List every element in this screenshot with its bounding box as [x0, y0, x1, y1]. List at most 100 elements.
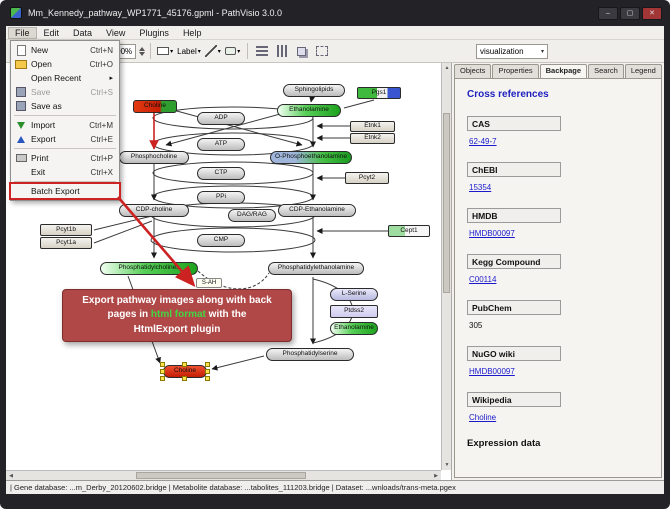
pathway-node-choline-28[interactable]: Choline	[160, 362, 210, 381]
selection-handle[interactable]	[160, 368, 165, 374]
selection-handle[interactable]	[205, 376, 210, 381]
selection-handle[interactable]	[205, 362, 210, 367]
file-menu-shortcut: Ctrl+M	[89, 120, 113, 130]
pathway-node-pcyt1a-18[interactable]: Pcyt1a	[40, 237, 92, 249]
selection-handle[interactable]	[182, 376, 187, 381]
label-tool[interactable]: Label▾	[176, 42, 202, 60]
file-menu-item-open-recent[interactable]: Open Recent▸	[11, 71, 119, 85]
menubar-item-help[interactable]: Help	[182, 27, 202, 38]
group-icon	[315, 46, 328, 56]
visualization-combo[interactable]: visualization ▾	[476, 43, 548, 59]
pathway-node-o-phosphoethanolamine-9[interactable]: O-Phosphoethanolamine	[270, 151, 352, 164]
crossref-value[interactable]: Choline	[469, 413, 497, 422]
pathway-node-sphingolipids-0[interactable]: Sphingolipids	[283, 84, 345, 97]
app-icon	[10, 7, 22, 19]
crossref-value[interactable]: C00114	[469, 275, 497, 284]
zoom-spinner[interactable]	[139, 46, 146, 56]
crossref-value[interactable]: HMDB00097	[469, 367, 515, 376]
close-button[interactable]: ✕	[642, 6, 662, 20]
shape-tool-icon	[225, 47, 237, 55]
scroll-down-icon[interactable]: ▼	[444, 462, 450, 468]
group-button[interactable]	[313, 42, 331, 60]
sidebar-tab-search[interactable]: Search	[588, 64, 624, 78]
pathway-node-pcyt1b-17[interactable]: Pcyt1b	[40, 224, 92, 236]
crossref-value[interactable]: HMDB00097	[469, 229, 515, 238]
pathway-node-s-ah-22[interactable]: S-AH	[196, 278, 222, 288]
menubar-item-view[interactable]: View	[106, 27, 126, 38]
pathway-node-ctp-10[interactable]: CTP	[197, 167, 245, 180]
pathway-node-pcyt2-11[interactable]: Pcyt2	[345, 172, 389, 184]
pathway-node-choline-1[interactable]: Choline	[133, 100, 177, 113]
pathway-node-cdp-choline-13[interactable]: CDP-choline	[119, 204, 189, 217]
zoom-value: 100%	[111, 46, 133, 56]
minimize-button[interactable]: –	[598, 6, 618, 20]
selection-handle[interactable]	[205, 368, 210, 374]
crossref-header: ChEBI	[467, 162, 561, 177]
file-menu-shortcut: Ctrl+E	[90, 134, 113, 144]
selection-handle[interactable]	[160, 362, 165, 367]
sidebar-tab-legend[interactable]: Legend	[624, 64, 662, 78]
sidebar-tab-properties[interactable]: Properties	[492, 64, 539, 78]
sidebar-tab-backpage[interactable]: Backpage	[539, 64, 588, 78]
align-vertical-button[interactable]	[273, 42, 291, 60]
menubar-item-file[interactable]: File	[8, 26, 37, 39]
file-menu-shortcut: Ctrl+O	[89, 59, 113, 69]
pathway-node-cdp-ethanolamine-15[interactable]: CDP-Ethanolamine	[278, 204, 356, 217]
stack-button[interactable]	[293, 42, 311, 60]
scroll-left-icon[interactable]: ◀	[9, 473, 13, 479]
pathway-node-pgs1-3[interactable]: Pgs1	[357, 87, 401, 99]
pathway-node-adp-4[interactable]: ADP	[197, 112, 245, 125]
pathway-node-dag-rag-14[interactable]: DAG/RAG	[228, 209, 276, 222]
file-menu-item-save-as[interactable]: Save as	[11, 99, 119, 113]
file-menu-shortcut: Ctrl+X	[90, 167, 113, 177]
scroll-right-icon[interactable]: ▶	[434, 473, 438, 479]
pathway-node-phosphatidylcholines-20[interactable]: Phosphatidylcholines	[100, 262, 198, 275]
sidebar-tab-objects[interactable]: Objects	[454, 64, 492, 78]
pathway-node-phosphocholine-8[interactable]: Phosphocholine	[119, 151, 189, 164]
pathway-node-phosphatidylethanolamine-21[interactable]: Phosphatidylethanolamine	[268, 262, 364, 275]
horizontal-scrollbar[interactable]: ◀ ▶	[6, 470, 441, 480]
pathway-node-atp-7[interactable]: ATP	[197, 138, 245, 151]
menubar-item-data[interactable]: Data	[73, 27, 93, 38]
selection-handle[interactable]	[182, 362, 187, 367]
titlebar[interactable]: Mm_Kennedy_pathway_WP1771_45176.gpml - P…	[0, 0, 670, 26]
crossref-value[interactable]: 15354	[469, 183, 492, 192]
pathway-node-ppi-12[interactable]: PPi	[197, 191, 245, 204]
pathway-node-etnk2-6[interactable]: Etnk2	[350, 133, 395, 144]
vertical-scroll-thumb[interactable]	[443, 113, 450, 293]
crossref-value[interactable]: 62-49-7	[469, 137, 497, 146]
align-horizontal-button[interactable]	[253, 42, 271, 60]
pathway-node-phosphatidylserine-27[interactable]: Phosphatidylserine	[266, 348, 354, 361]
file-menu-item-batch-export[interactable]: Batch Export	[9, 182, 121, 200]
align-vertical-icon	[276, 45, 287, 57]
selection-handle[interactable]	[160, 376, 165, 381]
pathway-node-ethanolamine-2[interactable]: Ethanolamine	[277, 104, 341, 117]
shape-tool[interactable]: ▾	[224, 42, 242, 60]
scroll-up-icon[interactable]: ▲	[444, 65, 450, 71]
crossref-section-chebi: ChEBI 15354	[467, 162, 661, 192]
pathway-node-ptdss2-25[interactable]: Ptdss2	[330, 305, 378, 318]
gene-product-tool[interactable]: ▾	[156, 42, 174, 60]
line-tool[interactable]: ▾	[204, 42, 222, 60]
pathway-node-etnk1-5[interactable]: Etnk1	[350, 121, 395, 132]
vertical-scrollbar[interactable]: ▲ ▼	[441, 63, 451, 470]
pathway-node-l-serine-24[interactable]: L-Serine	[330, 288, 378, 301]
menubar-item-plugins[interactable]: Plugins	[139, 27, 169, 38]
spinner-down-icon[interactable]	[139, 51, 146, 56]
pathway-node-cmp-19[interactable]: CMP	[197, 234, 245, 247]
crossref-header: HMDB	[467, 208, 561, 223]
menubar-item-edit[interactable]: Edit	[43, 27, 60, 38]
spinner-up-icon[interactable]	[139, 46, 146, 51]
maximize-button[interactable]: ▢	[620, 6, 640, 20]
pathway-node-ethanolamine-26[interactable]: Ethanolamine	[330, 322, 378, 335]
horizontal-scroll-thumb[interactable]	[136, 472, 306, 479]
pathway-node-cept1-16[interactable]: Cept1	[388, 225, 430, 237]
